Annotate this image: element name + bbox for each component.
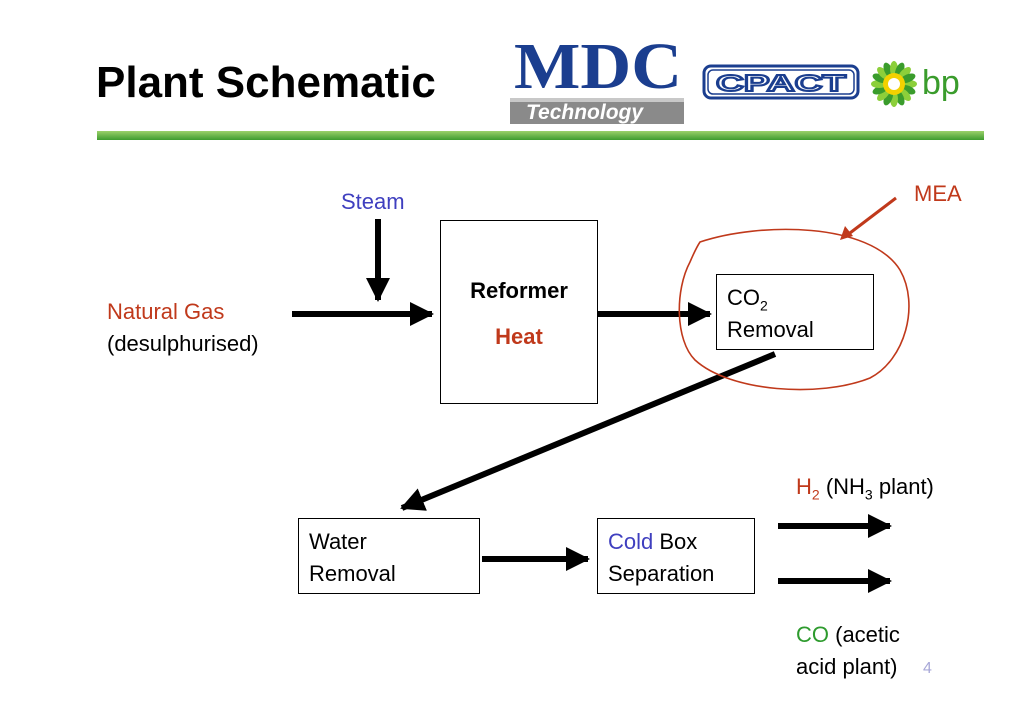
cpact-logo: CPACT bbox=[702, 64, 860, 100]
water-label: Water bbox=[309, 529, 367, 554]
svg-text:MDC: MDC bbox=[514, 36, 682, 103]
svg-text:CPACT: CPACT bbox=[716, 70, 846, 96]
steam-label: Steam bbox=[341, 189, 405, 214]
mea-pointer-line bbox=[845, 196, 897, 238]
heat-label: Heat bbox=[495, 324, 543, 349]
page-number: 4 bbox=[923, 660, 932, 677]
co-output-label: CO (acetic bbox=[796, 622, 900, 647]
title-rule bbox=[97, 131, 984, 140]
natural-gas-label: Natural Gas bbox=[107, 299, 225, 324]
cold-box-label: Cold Box bbox=[608, 529, 698, 554]
acid-plant-label: acid plant) bbox=[796, 654, 898, 679]
mea-label: MEA bbox=[914, 181, 962, 206]
separation-label: Separation bbox=[608, 561, 715, 586]
co2-removal-label: Removal bbox=[727, 317, 814, 342]
page-title: Plant Schematic bbox=[96, 58, 436, 107]
mea-pointer-head bbox=[840, 226, 853, 240]
mdc-technology-logo: MDC Technology bbox=[510, 36, 684, 124]
svg-text:bp: bp bbox=[922, 64, 960, 102]
desulphurised-label: (desulphurised) bbox=[107, 331, 259, 356]
water-removal-label: Removal bbox=[309, 561, 396, 586]
cold-word: Cold bbox=[608, 529, 654, 554]
reformer-box: Reformer Heat bbox=[440, 220, 598, 404]
cold-box-separation-box: Cold Box Separation bbox=[597, 518, 755, 594]
logos: MDC Technology CPACT bp bbox=[510, 36, 960, 124]
co2-label: CO2 bbox=[727, 285, 768, 314]
mea-circle bbox=[678, 228, 910, 391]
svg-text:Technology: Technology bbox=[526, 101, 644, 124]
co2-removal-box: CO2 Removal bbox=[716, 274, 874, 350]
co2-to-water-arrow bbox=[400, 351, 777, 511]
water-removal-box: Water Removal bbox=[298, 518, 480, 594]
reformer-label: Reformer bbox=[470, 278, 568, 303]
bp-helios-icon: bp bbox=[871, 61, 960, 107]
h2-output-label: H2 (NH3 plant) bbox=[796, 474, 934, 503]
